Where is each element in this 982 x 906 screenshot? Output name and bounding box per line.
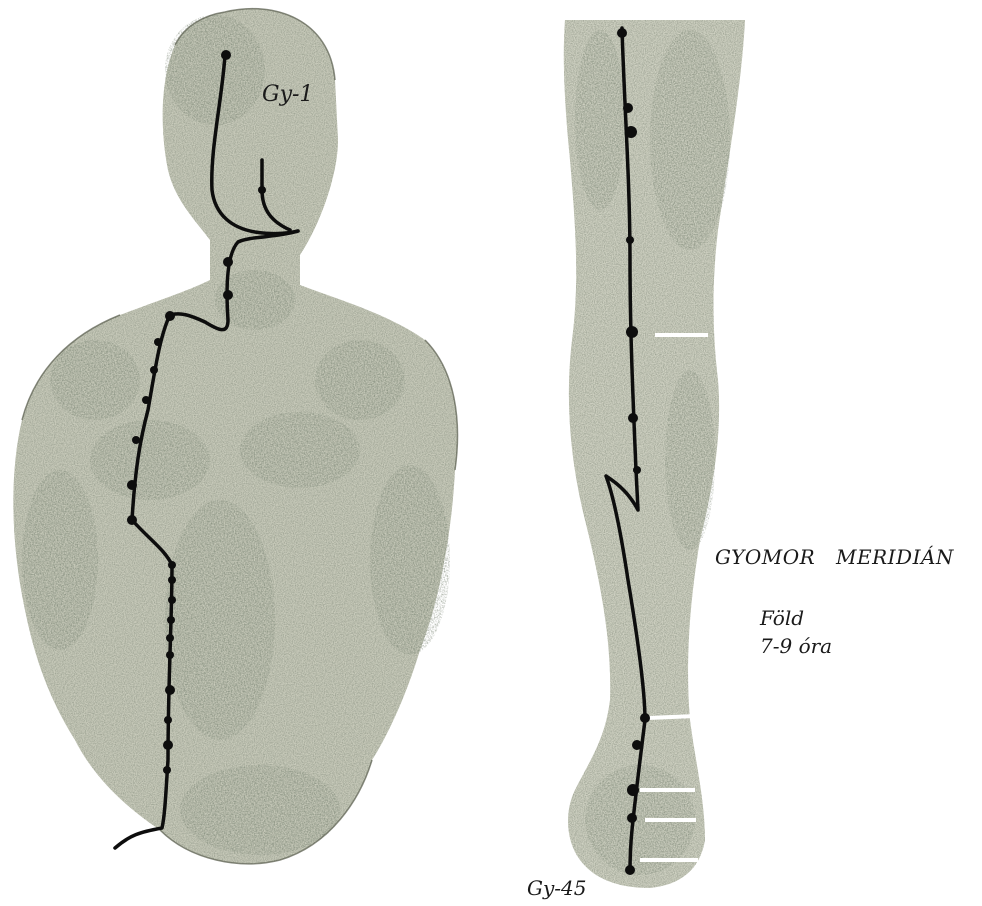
meridian-point (633, 466, 641, 474)
meridian-point (617, 28, 627, 38)
meridian-point (168, 596, 176, 604)
meridian-point (127, 515, 137, 525)
meridian-point (626, 236, 634, 244)
meridian-point (163, 766, 171, 774)
meridian-point (626, 326, 638, 338)
meridian-point (154, 338, 162, 346)
meridian-point (165, 311, 175, 321)
meridian-point (627, 784, 639, 796)
meridian-point (168, 576, 176, 584)
meridian-point (167, 616, 175, 624)
meridian-point (625, 865, 635, 875)
meridian-point (627, 813, 637, 823)
meridian-point (150, 366, 158, 374)
meridian-point (628, 413, 638, 423)
meridian-point (142, 396, 150, 404)
meridian-point (132, 436, 140, 444)
meridian-point (164, 716, 172, 724)
leg-figure (564, 20, 745, 888)
meridian-point (168, 561, 176, 569)
meridian-point (625, 126, 637, 138)
meridian-point (127, 480, 137, 490)
meridian-point (623, 103, 633, 113)
meridian-point (166, 634, 174, 642)
meridian-point (223, 257, 233, 267)
torso-shading (13, 9, 457, 864)
meridian-point (163, 740, 173, 750)
meridian-point (223, 290, 233, 300)
meridian-point (632, 740, 642, 750)
end-point-label: Gy-45 (527, 876, 586, 900)
meridian-point (166, 651, 174, 659)
meridian-title: GYOMOR MERIDIÁN (715, 545, 954, 569)
meridian-point (165, 685, 175, 695)
meridian-point (258, 186, 266, 194)
start-point-label: Gy-1 (262, 82, 313, 107)
hours-label: 7-9 óra (760, 634, 832, 658)
element-label: Föld (760, 606, 804, 630)
torso-figure (13, 9, 457, 864)
meridian-point (221, 50, 231, 60)
meridian-point (640, 713, 650, 723)
